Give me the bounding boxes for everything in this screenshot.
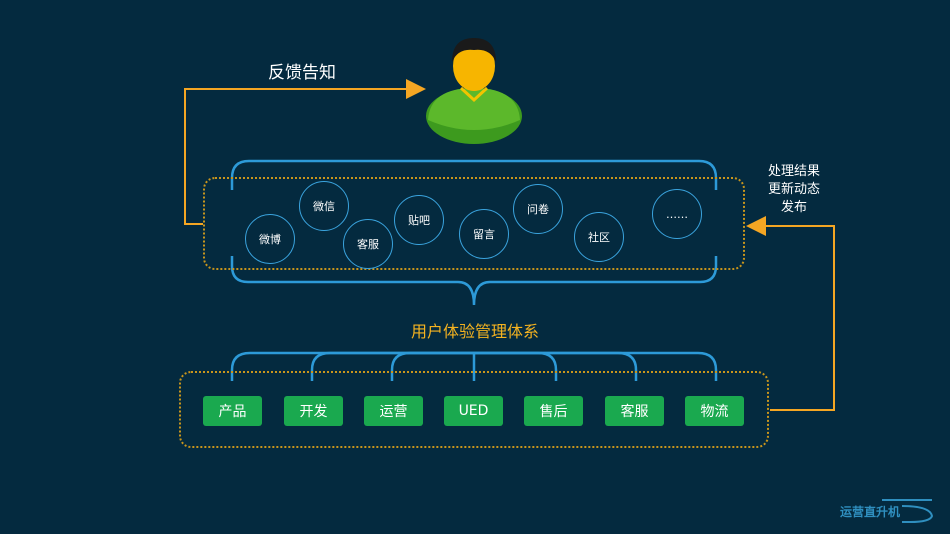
helicopter-icon	[882, 499, 934, 523]
channel-customer-service: 客服	[343, 219, 393, 269]
channel-message: 留言	[459, 209, 509, 259]
dept-product: 产品	[203, 396, 262, 426]
department-branches	[230, 351, 718, 381]
logo-text: 运营直升机	[840, 505, 901, 519]
channel-community: 社区	[574, 212, 624, 262]
channel-survey: 问卷	[513, 184, 563, 234]
channel-wechat: 微信	[299, 181, 349, 231]
process-label-line: 处理结果	[767, 164, 820, 179]
process-label-line: 发布	[780, 200, 807, 215]
dept-logistics: 物流	[685, 396, 744, 426]
process-label-line: 更新动态	[767, 182, 820, 197]
dept-customer-service: 客服	[605, 396, 664, 426]
process-result-label: 处理结果 更新动态 发布	[758, 163, 830, 217]
dept-after-sales: 售后	[524, 396, 583, 426]
dept-development: 开发	[284, 396, 343, 426]
channel-top-bracket	[230, 159, 718, 190]
user-avatar-icon	[426, 38, 522, 144]
department-box	[179, 371, 769, 448]
channel-curly-brace	[230, 256, 718, 306]
process-result-arrow	[746, 216, 835, 411]
feedback-arrow	[184, 79, 426, 225]
system-title: 用户体验管理体系	[410, 322, 539, 341]
dept-operations: 运营	[364, 396, 423, 426]
channel-tieba: 贴吧	[394, 195, 444, 245]
channel-box	[203, 177, 745, 270]
channel-more: ……	[652, 189, 702, 239]
dept-ued: UED	[444, 396, 503, 426]
channel-weibo: 微博	[245, 214, 295, 264]
brand-logo: 运营直升机	[840, 496, 940, 526]
feedback-label: 反馈告知	[268, 63, 336, 83]
